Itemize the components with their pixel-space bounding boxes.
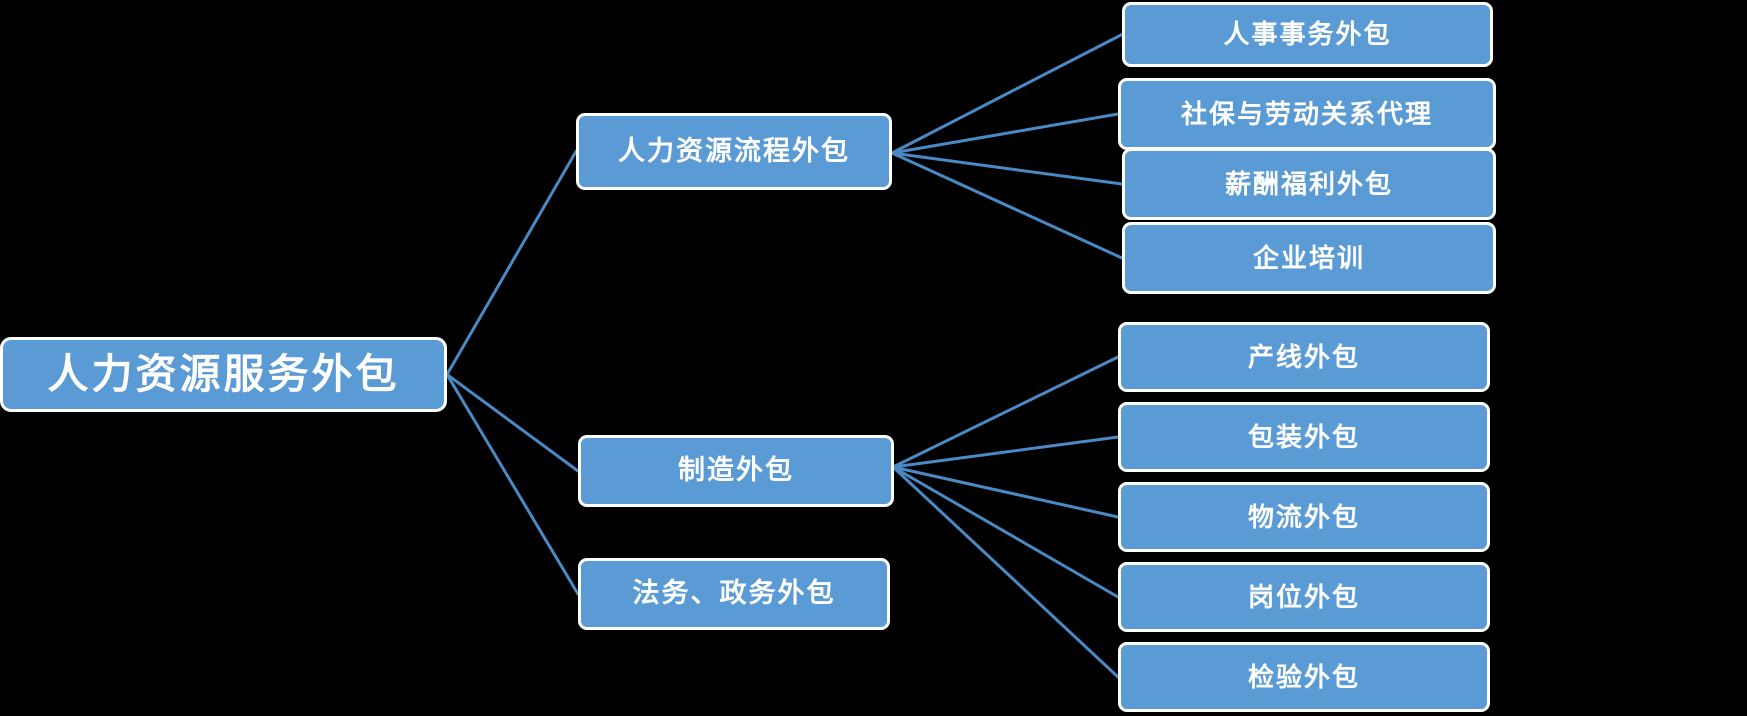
- node-label: 人力资源服务外包: [47, 350, 400, 397]
- connector-branch-1-to-leaf-2: [891, 465, 1120, 519]
- root-node[interactable]: 人力资源服务外包: [0, 337, 447, 412]
- leaf-node-0-1[interactable]: 社保与劳动关系代理: [1118, 78, 1496, 150]
- branch-node-1[interactable]: 制造外包: [578, 435, 894, 507]
- node-label: 社保与劳动关系代理: [1180, 98, 1433, 129]
- branch-node-2[interactable]: 法务、政务外包: [578, 558, 890, 630]
- node-label: 检验外包: [1247, 661, 1360, 692]
- connector-branch-0-to-leaf-2: [890, 151, 1124, 186]
- leaf-node-0-0[interactable]: 人事事务外包: [1122, 2, 1493, 67]
- connector-branch-0-to-leaf-0: [890, 33, 1124, 155]
- leaf-node-0-2[interactable]: 薪酬福利外包: [1122, 148, 1496, 220]
- leaf-node-1-2[interactable]: 物流外包: [1118, 482, 1490, 552]
- node-label: 产线外包: [1247, 341, 1360, 372]
- connector-branch-0-to-leaf-1: [890, 112, 1120, 155]
- leaf-node-1-0[interactable]: 产线外包: [1118, 322, 1490, 392]
- node-label: 薪酬福利外包: [1224, 168, 1393, 199]
- node-label: 包装外包: [1247, 421, 1360, 452]
- node-label: 制造外包: [678, 455, 794, 486]
- connector-root-to-branch-1: [445, 373, 580, 473]
- connector-root-to-branch-2: [445, 373, 580, 596]
- connector-branch-1-to-leaf-4: [891, 465, 1120, 679]
- node-label: 物流外包: [1247, 501, 1360, 532]
- node-label: 人力资源流程外包: [618, 135, 850, 166]
- leaf-node-1-4[interactable]: 检验外包: [1118, 642, 1490, 712]
- leaf-node-1-1[interactable]: 包装外包: [1118, 402, 1490, 472]
- leaf-node-1-3[interactable]: 岗位外包: [1118, 562, 1490, 632]
- connector-branch-1-to-leaf-1: [891, 435, 1120, 469]
- node-label: 人事事务外包: [1223, 19, 1392, 50]
- node-label: 岗位外包: [1247, 581, 1360, 612]
- node-label: 企业培训: [1252, 242, 1365, 273]
- leaf-node-0-3[interactable]: 企业培训: [1122, 222, 1496, 294]
- connector-branch-1-to-leaf-3: [891, 465, 1120, 599]
- connector-root-to-branch-0: [445, 150, 578, 376]
- connector-branch-1-to-leaf-0: [891, 355, 1120, 469]
- branch-node-0[interactable]: 人力资源流程外包: [576, 113, 892, 190]
- connector-branch-0-to-leaf-3: [890, 151, 1124, 260]
- node-label: 法务、政务外包: [632, 578, 836, 609]
